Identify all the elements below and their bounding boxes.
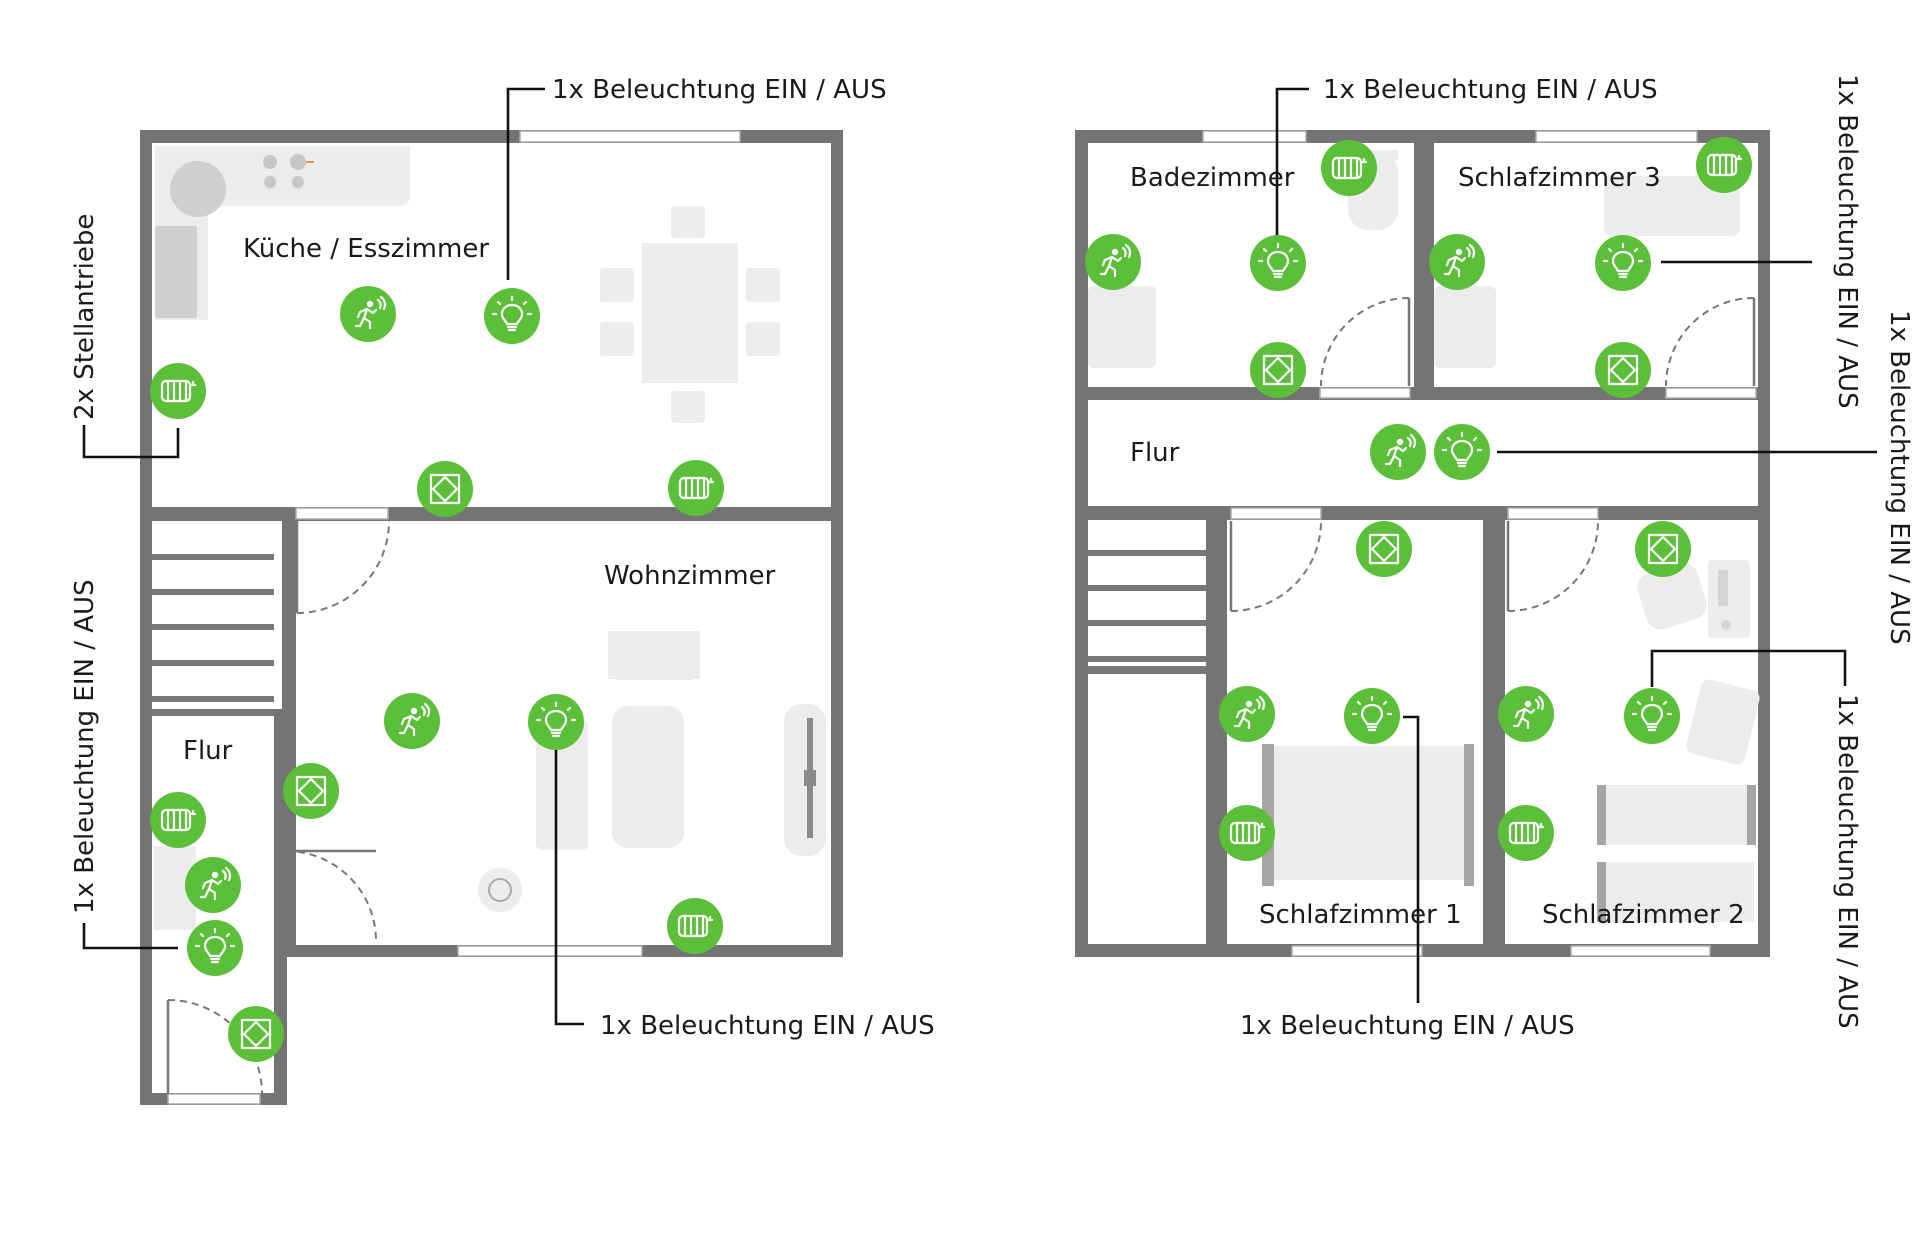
room-label-flur-eg: Flur <box>183 736 233 766</box>
wall-switch-icon[interactable] <box>1635 521 1691 577</box>
light-bulb-icon[interactable] <box>1250 235 1306 291</box>
callout-sz3-light: 1x Beleuchtung EIN / AUS <box>1832 74 1862 409</box>
radiator-thermostat-icon[interactable] <box>667 898 723 954</box>
ground-floor-plan <box>140 130 847 1117</box>
room-label-flur-og: Flur <box>1130 438 1180 468</box>
light-bulb-icon[interactable] <box>484 288 540 344</box>
motion-sensor-icon[interactable] <box>1498 686 1554 742</box>
room-label-schlafzimmer-2: Schlafzimmer 2 <box>1542 900 1745 930</box>
callout-stellantriebe: 2x Stellantriebe <box>70 214 100 420</box>
radiator-thermostat-icon[interactable] <box>1696 137 1752 193</box>
devices <box>150 137 1752 1062</box>
radiator-thermostat-icon[interactable] <box>150 363 206 419</box>
room-label-kueche: Küche / Esszimmer <box>243 234 489 264</box>
room-label-schlafzimmer-1: Schlafzimmer 1 <box>1259 900 1462 930</box>
wall-switch-icon[interactable] <box>1595 342 1651 398</box>
radiator-thermostat-icon[interactable] <box>1321 140 1377 196</box>
motion-sensor-icon[interactable] <box>1429 234 1485 290</box>
wall-switch-icon[interactable] <box>228 1006 284 1062</box>
room-label-wohnzimmer: Wohnzimmer <box>604 561 776 591</box>
wall-switch-icon[interactable] <box>1356 521 1412 577</box>
radiator-thermostat-icon[interactable] <box>668 460 724 516</box>
motion-sensor-icon[interactable] <box>1370 424 1426 480</box>
light-bulb-icon[interactable] <box>1434 424 1490 480</box>
wall-switch-icon[interactable] <box>417 461 473 517</box>
light-bulb-icon[interactable] <box>528 694 584 750</box>
room-label-schlafzimmer-3: Schlafzimmer 3 <box>1458 163 1661 193</box>
light-bulb-icon[interactable] <box>187 920 243 976</box>
light-bulb-icon[interactable] <box>1344 688 1400 744</box>
room-label-badezimmer: Badezimmer <box>1130 163 1295 193</box>
motion-sensor-icon[interactable] <box>185 857 241 913</box>
light-bulb-icon[interactable] <box>1595 235 1651 291</box>
callout-kueche-light: 1x Beleuchtung EIN / AUS <box>552 75 887 105</box>
radiator-thermostat-icon[interactable] <box>1219 805 1275 861</box>
callout-flur-og-light: 1x Beleuchtung EIN / AUS <box>1884 310 1914 645</box>
motion-sensor-icon[interactable] <box>1085 234 1141 290</box>
callout-labels: 1x Beleuchtung EIN / AUS 2x Stellantrieb… <box>70 74 1914 1041</box>
callout-leaders <box>82 87 1877 1026</box>
light-bulb-icon[interactable] <box>1624 688 1680 744</box>
motion-sensor-icon[interactable] <box>340 286 396 342</box>
room-labels: Küche / Esszimmer Wohnzimmer Flur Badezi… <box>183 163 1745 930</box>
radiator-thermostat-icon[interactable] <box>150 792 206 848</box>
motion-sensor-icon[interactable] <box>1219 686 1275 742</box>
callout-sz2-light: 1x Beleuchtung EIN / AUS <box>1832 694 1862 1029</box>
callout-bad-light: 1x Beleuchtung EIN / AUS <box>1323 75 1658 105</box>
radiator-thermostat-icon[interactable] <box>1498 805 1554 861</box>
callout-wohnzimmer-light: 1x Beleuchtung EIN / AUS <box>600 1011 935 1041</box>
motion-sensor-icon[interactable] <box>384 693 440 749</box>
wall-switch-icon[interactable] <box>283 763 339 819</box>
wall-switch-icon[interactable] <box>1250 342 1306 398</box>
callout-flur-eg-light: 1x Beleuchtung EIN / AUS <box>70 579 100 914</box>
callout-sz1-light: 1x Beleuchtung EIN / AUS <box>1240 1011 1575 1041</box>
